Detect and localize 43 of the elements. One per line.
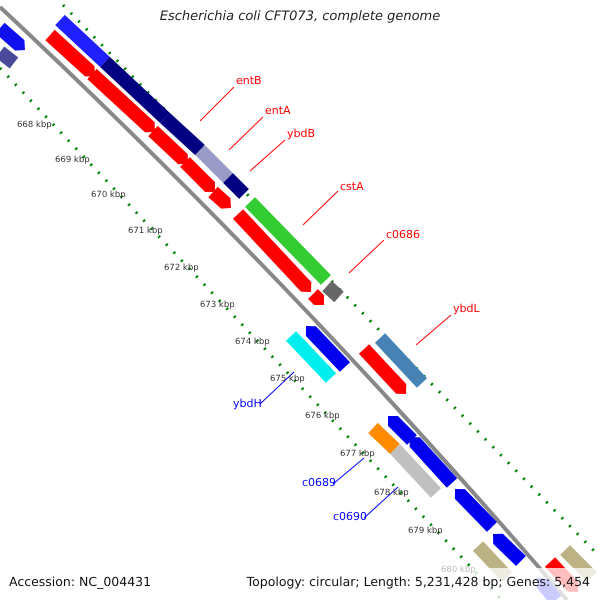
gene-label: entA — [265, 105, 291, 118]
gene-bar — [232, 209, 312, 292]
leader-line — [364, 486, 398, 518]
leader-line — [302, 190, 338, 226]
gene-bar — [390, 444, 442, 498]
gene-label: c0689 — [302, 477, 336, 490]
gene-bar — [160, 112, 205, 156]
tick-label: 670 kbp — [91, 191, 126, 200]
gene-bar — [223, 173, 249, 199]
gene-label: ybdH — [233, 398, 262, 410]
gene-bar — [195, 145, 233, 183]
leader-line — [250, 140, 286, 172]
tick-label: 677 kbp — [340, 450, 375, 460]
footer-text: Topology: circular; Length: 5,231,428 bp; Genes: 5,454 — [246, 575, 590, 589]
gene-label: entB — [236, 75, 262, 88]
tick-label: 673 kbp — [200, 301, 235, 310]
leader-line — [348, 240, 384, 274]
tick-label: 676 kbp — [305, 412, 340, 422]
gene-bar — [374, 333, 428, 388]
leader-line — [332, 458, 364, 484]
leader-line — [228, 116, 264, 150]
leader-line — [260, 372, 294, 404]
tick-label: 678 kbp — [374, 489, 409, 498]
gene-label: c0690 — [333, 511, 368, 524]
tick-label: 668 kbp — [17, 121, 52, 130]
gene-bar — [322, 280, 344, 302]
tick-label: 672 kbp — [164, 264, 199, 274]
tick-label: 671 kbp — [128, 227, 163, 236]
tick-label: 675 kbp — [270, 375, 305, 384]
gene-label: ybdL — [453, 303, 480, 316]
tick-label: 669 kbp — [55, 156, 90, 166]
title: Escherichia coli CFT073, complete genome — [158, 10, 442, 24]
gene-label: c0686 — [386, 229, 420, 242]
gene-label: cstA — [340, 181, 364, 194]
gene-bar — [245, 197, 331, 285]
leader-line — [200, 86, 234, 122]
tick-label: 674 kbp — [235, 338, 270, 348]
leader-line — [416, 314, 452, 346]
tick-label: 680 kbp — [441, 566, 476, 576]
gene-label: ybdB — [287, 128, 316, 140]
tick-label: 679 kbp — [408, 527, 443, 536]
footer-text: Accession: NC_004431 — [9, 575, 152, 589]
gene-bar — [286, 331, 336, 383]
